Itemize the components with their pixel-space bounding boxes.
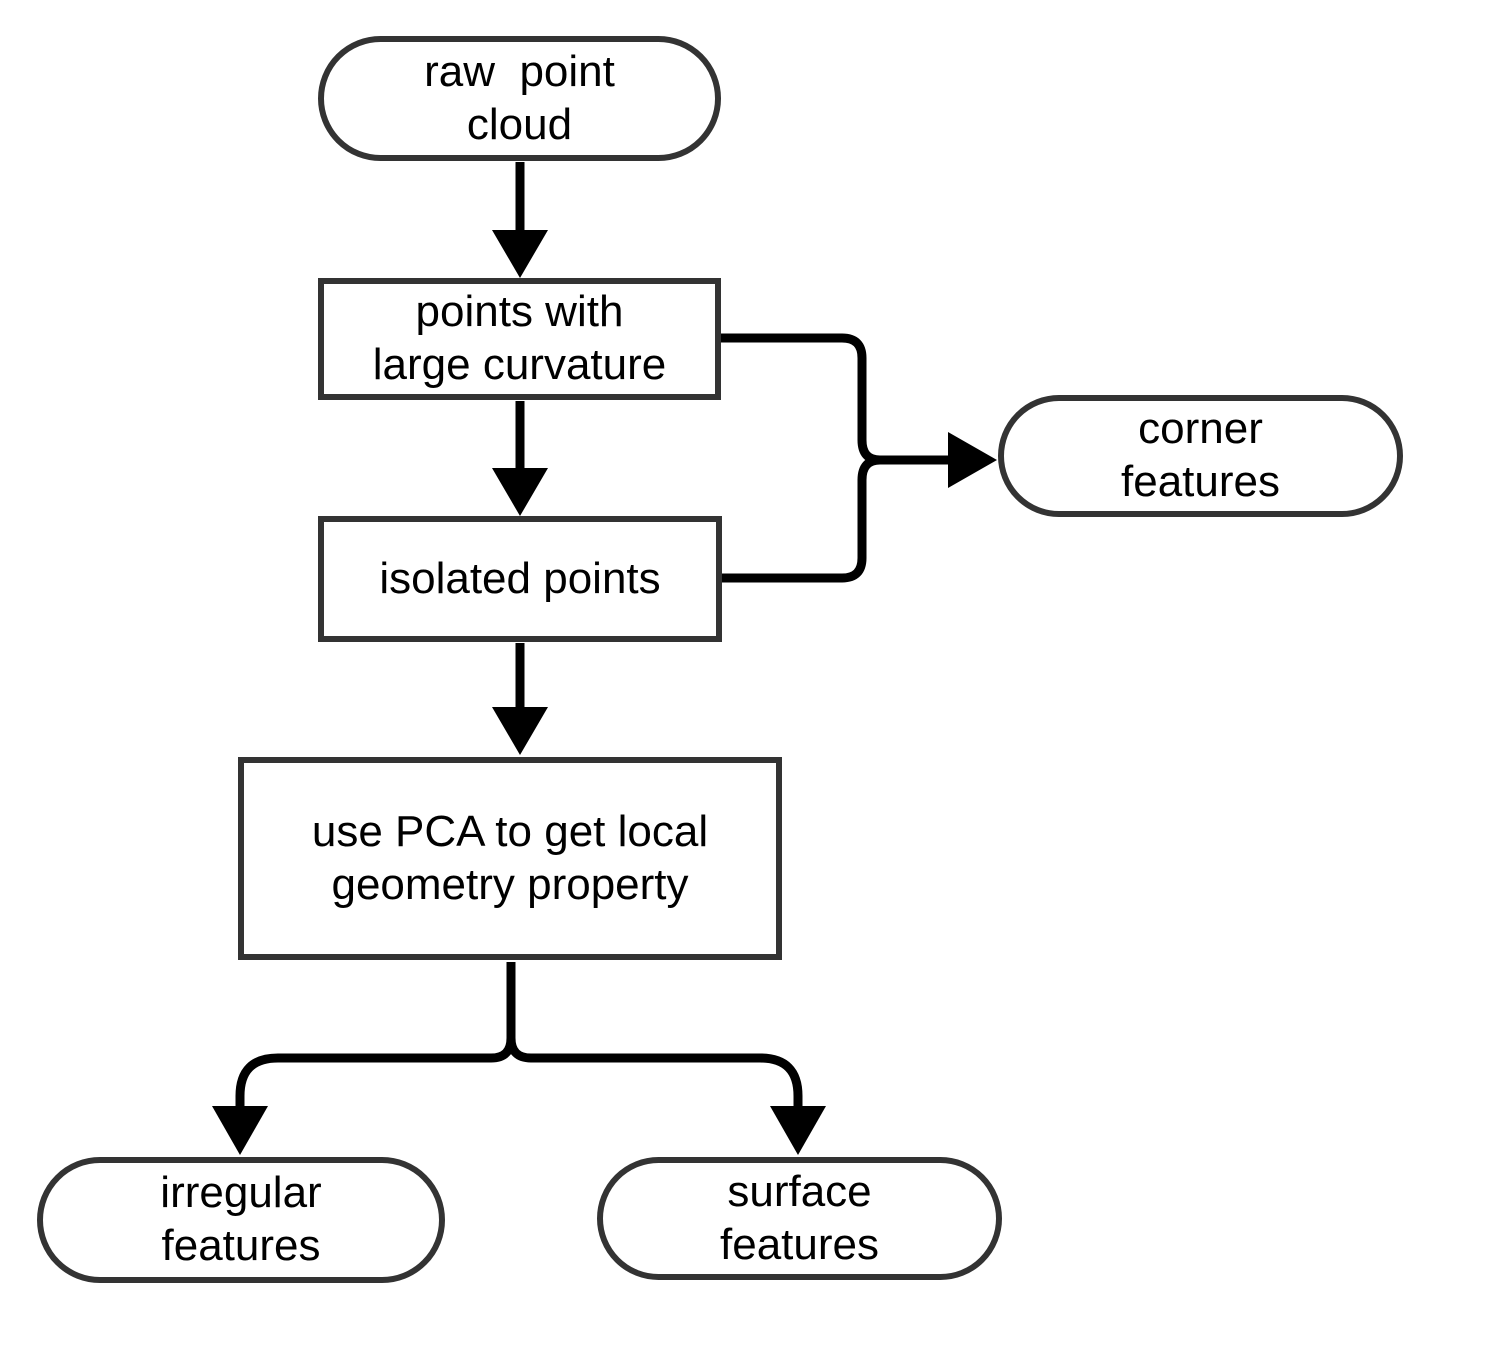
edge-pca-to-irregular <box>235 962 516 1110</box>
node-raw-point-cloud: raw point cloud <box>318 36 721 161</box>
node-corner-features: corner features <box>998 395 1403 517</box>
edge-pca-to-surface <box>506 962 803 1110</box>
arrowhead-down-icon <box>212 1106 268 1155</box>
node-isolated-points: isolated points <box>318 516 722 642</box>
arrowhead-down-icon <box>492 707 548 755</box>
arrowhead-down-icon <box>492 468 548 516</box>
node-use-pca: use PCA to get local geometry property <box>238 757 782 960</box>
arrowhead-down-icon <box>770 1106 826 1155</box>
arrowhead-right-icon <box>948 432 997 488</box>
edge-curvature-to-merge <box>721 333 881 465</box>
node-points-with-large-curvature: points with large curvature <box>318 278 721 400</box>
node-irregular-features: irregular features <box>37 1157 445 1283</box>
edge-isolated-to-merge <box>722 455 881 583</box>
node-surface-features: surface features <box>597 1157 1002 1280</box>
arrowhead-down-icon <box>492 230 548 278</box>
